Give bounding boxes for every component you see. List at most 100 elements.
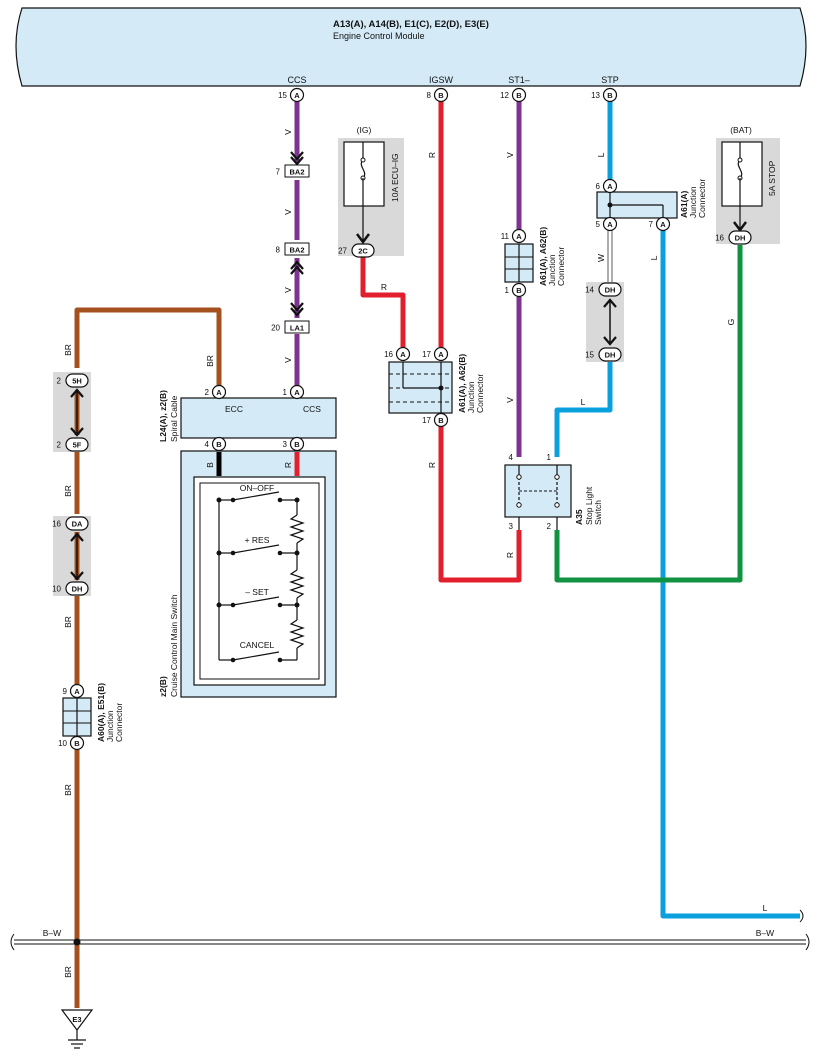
jc3-5-pin: A <box>607 220 613 229</box>
sc-b4-num: 4 <box>205 440 210 449</box>
sl-pin-3: 3 <box>509 522 514 531</box>
fuse-bat-name: 5A STOP <box>767 160 777 196</box>
ecm-pin-igsw: IGSW <box>429 75 454 85</box>
dh14-pin: DH <box>605 286 616 295</box>
switch-internals <box>218 491 305 661</box>
ccms-name: Cruise Control Main Switch <box>169 594 179 697</box>
ecm-igsw-num: 8 <box>427 91 432 100</box>
sc-ccs-num: 1 <box>283 388 288 397</box>
jc2-codes: A61(A), A62(B) <box>538 227 548 286</box>
switch-dots <box>216 497 300 663</box>
sl-pin-4: 4 <box>509 453 514 462</box>
wl-b1: B <box>205 462 215 468</box>
jc3-6-num: 6 <box>596 182 601 191</box>
white-wire <box>607 230 613 282</box>
jc1-16-pin: A <box>400 350 406 359</box>
wl-bw-left: B–W <box>43 928 61 938</box>
switch-on-off: ON–OFF <box>240 483 274 493</box>
jc3-l2: Connector <box>697 179 707 218</box>
jc4-l1: Junction <box>105 710 115 742</box>
dh14-num: 14 <box>585 286 594 295</box>
spiral-cable: ECC CCS L24(A), z2(B) Spiral Cable <box>158 390 337 442</box>
jc3-codes: A61(A) <box>679 190 689 218</box>
ecm-ccs-num: 15 <box>278 91 287 100</box>
junction-connector-2: A61(A), A62(B) Junction Connector <box>504 227 566 286</box>
wl-l1: L <box>596 152 606 157</box>
jc2-11-num: 11 <box>501 232 510 241</box>
fuse-ig-label: (IG) <box>357 125 372 135</box>
ecm-pin-stp: STP <box>601 75 619 85</box>
ff-pin: 5F <box>73 441 82 450</box>
ig-num: 27 <box>338 247 347 256</box>
wire-color-labels: V V V V V V R R R R R L L L L G W BR BR … <box>43 129 774 978</box>
ccms-code: z2(B) <box>158 676 168 697</box>
da-num: 16 <box>52 520 61 529</box>
jc1-16-num: 16 <box>384 350 393 359</box>
ground-label: E3 <box>72 1015 81 1024</box>
sc-ecc-pin: A <box>216 388 222 397</box>
fuse-stop: (BAT) 5A STOP <box>721 125 777 233</box>
jc1-l1: Junction <box>466 381 476 413</box>
sl-pin-2: 2 <box>547 522 552 531</box>
ecm-st1-pin: B <box>516 91 522 100</box>
wl-v1: V <box>283 129 293 135</box>
wl-v5b: V <box>505 397 515 403</box>
wl-v5a: V <box>505 152 515 158</box>
ecm-igsw-pin: B <box>438 91 444 100</box>
engine-control-module: A13(A), A14(B), E1(C), E2(D), E3(E) Engi… <box>15 7 807 87</box>
bat-pin: DH <box>735 234 746 243</box>
sl-pin-1: 1 <box>547 453 552 462</box>
junction-connector-3: A61(A) Junction Connector <box>596 179 707 219</box>
sc-ccs-pin: A <box>294 388 300 397</box>
ecm-stp-pin: B <box>607 91 613 100</box>
switch-cancel: CANCEL <box>240 640 275 650</box>
conn-la1: LA1 <box>290 324 304 333</box>
bat-num: 16 <box>715 234 724 243</box>
dh10-pin: DH <box>72 585 83 594</box>
wl-v2: V <box>283 209 293 215</box>
switch-set: – SET <box>245 587 269 597</box>
wl-bw-right: B–W <box>756 928 774 938</box>
sl-code: A35 <box>574 509 584 525</box>
conn-ba2-bot: BA2 <box>289 246 304 255</box>
wl-br1: BR <box>63 344 73 356</box>
jc1-l2: Connector <box>475 374 485 413</box>
jc1-17a-pin: A <box>438 350 444 359</box>
spiral-codes: L24(A), z2(B) <box>158 390 168 442</box>
wl-r2: R <box>427 462 437 468</box>
wl-l2: L <box>649 255 659 260</box>
wl-l3: L <box>581 397 586 407</box>
jc3-5-num: 5 <box>596 220 601 229</box>
ecm-ccs-pin: A <box>294 91 300 100</box>
ff-num: 2 <box>57 441 62 450</box>
fuse-ecu-ig: (IG) 10A ECU–IG <box>343 125 400 245</box>
ecm-pin-st1: ST1– <box>508 75 530 85</box>
wl-br4: BR <box>63 616 73 628</box>
jc1-17b-pin: B <box>438 416 444 425</box>
wl-br2: BR <box>205 355 215 367</box>
wl-br6: BR <box>63 966 73 978</box>
dh15-num: 15 <box>585 351 594 360</box>
jc4-10-pin: B <box>74 739 80 748</box>
ground-symbol: E3 <box>60 1009 94 1049</box>
jc2-l2: Connector <box>556 247 566 286</box>
sl-l1: Stop Light <box>584 486 594 525</box>
wl-br5: BR <box>63 784 73 796</box>
sc-ecc-num: 2 <box>205 388 210 397</box>
spiral-name: Spiral Cable <box>169 395 179 442</box>
conn-ba2-top-num: 7 <box>276 168 281 177</box>
junction-connector-1: A61(A), A62(B) Junction Connector <box>388 354 485 414</box>
jc3-7-num: 7 <box>649 220 654 229</box>
conn-ba2-top: BA2 <box>289 168 304 177</box>
jc4-9-num: 9 <box>63 687 68 696</box>
wl-g1: G <box>726 319 736 326</box>
dh15-pin: DH <box>605 351 616 360</box>
fuse-ig-name: 10A ECU–IG <box>390 153 400 202</box>
da-pin: DA <box>72 520 83 529</box>
ecm-st1-num: 12 <box>500 91 509 100</box>
jc2-1-num: 1 <box>505 286 510 295</box>
sl-l2: Switch <box>593 500 603 525</box>
sc-b3-pin: B <box>294 440 300 449</box>
jc4-l2: Connector <box>114 703 124 742</box>
jc1-codes: A61(A), A62(B) <box>457 354 467 413</box>
